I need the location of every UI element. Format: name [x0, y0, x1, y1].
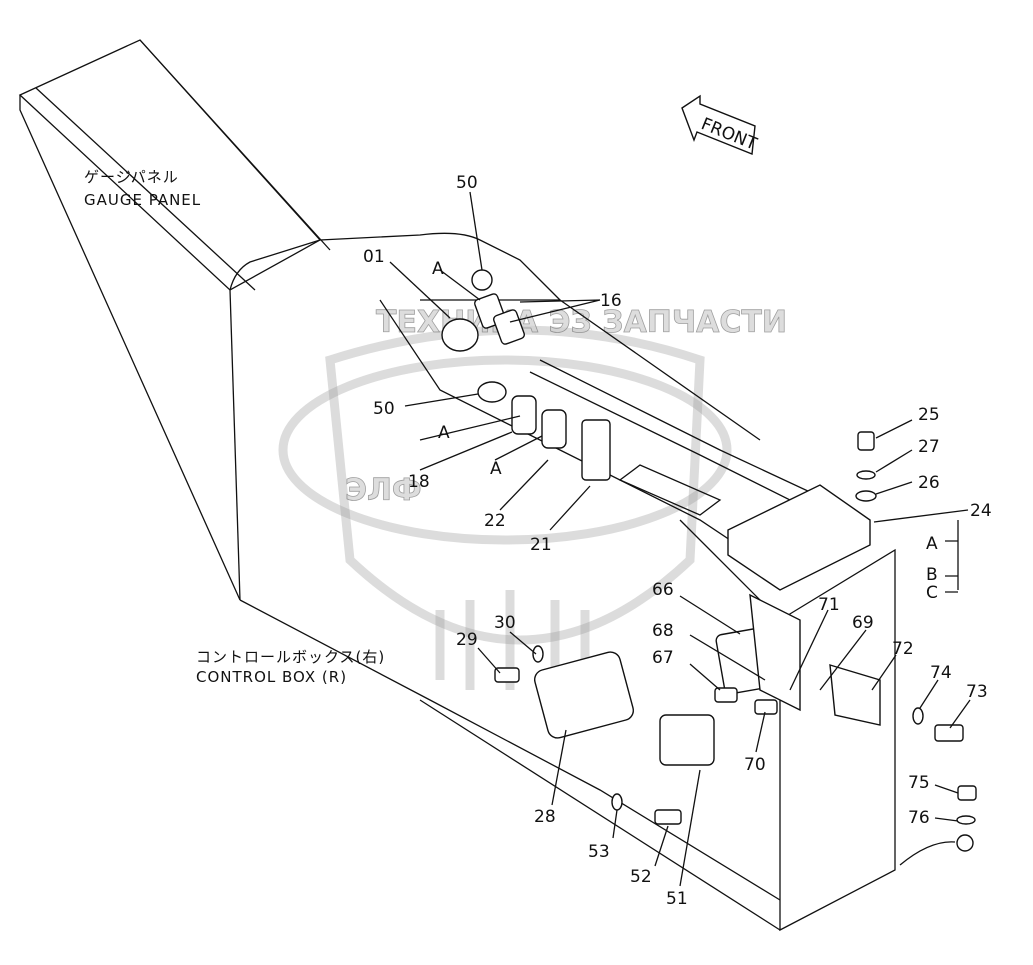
callout-76: 76: [908, 808, 930, 828]
callout-30: 30: [494, 613, 516, 633]
callout-a-1: A: [432, 259, 444, 279]
callout-74: 74: [930, 663, 952, 683]
callout-sub-c: C: [926, 583, 938, 603]
callout-26: 26: [918, 473, 940, 493]
callout-29: 29: [456, 630, 478, 650]
part-18: [511, 395, 537, 435]
part-50-top: [471, 269, 493, 291]
watermark-logo-text: ЭЛФ: [345, 473, 422, 508]
callouts: 50 01 A 16 50 A 18 A 22 21 25 27 26 24 A…: [363, 173, 992, 909]
screw-52: [654, 809, 682, 825]
callout-75: 75: [908, 773, 930, 793]
watermark-text: ТЕХНИКА ЭЗ ЗАПЧАСТИ: [376, 305, 787, 340]
gauge-panel-label-jp: ゲージパネル: [84, 168, 179, 186]
callout-51: 51: [666, 889, 688, 909]
callout-52: 52: [630, 867, 652, 887]
terminal-76: [956, 834, 974, 852]
callout-70: 70: [744, 755, 766, 775]
callout-18: 18: [408, 472, 430, 492]
callout-67: 67: [652, 648, 674, 668]
relay-28: [533, 651, 635, 739]
key-switch: [441, 318, 479, 352]
callout-73: 73: [966, 682, 988, 702]
watermark-logo: ЭЛФ ТЕХНИКА ЭЗ ЗАПЧАСТИ: [278, 305, 787, 690]
part-21: [581, 419, 611, 481]
relay-51: [659, 714, 715, 766]
callout-01: 01: [363, 247, 385, 267]
washer-30: [532, 645, 544, 663]
parts: [441, 269, 977, 866]
callout-a-3: A: [490, 459, 502, 479]
control-box-label-jp: コントロールボックス(右): [196, 648, 385, 666]
callout-24: 24: [970, 501, 992, 521]
key-16b: [493, 309, 525, 345]
callout-22: 22: [484, 511, 506, 531]
part-24-box: [727, 484, 871, 591]
control-box-label-en: CONTROL BOX (R): [196, 668, 347, 686]
washer-26: [855, 490, 877, 502]
callout-53: 53: [588, 842, 610, 862]
part-50-lower: [477, 381, 507, 403]
washer-74: [912, 707, 924, 725]
callout-sub-a: A: [926, 534, 938, 554]
callout-72: 72: [892, 639, 914, 659]
gauge-panel-label-en: GAUGE PANEL: [84, 191, 201, 209]
screw-73: [934, 724, 964, 742]
callout-21: 21: [530, 535, 552, 555]
screw-67: [714, 687, 738, 703]
washer-27: [856, 470, 876, 480]
part-22: [541, 409, 567, 449]
bracket-72: [829, 664, 881, 726]
callout-50-top: 50: [456, 173, 478, 193]
washer-76: [956, 815, 976, 825]
leader-lines: [389, 191, 971, 887]
screw-25: [857, 431, 875, 451]
screw-29: [494, 667, 520, 683]
callout-27: 27: [918, 437, 940, 457]
screw-70: [754, 699, 778, 715]
callout-71: 71: [818, 595, 840, 615]
washer-53: [611, 793, 623, 811]
callout-66: 66: [652, 580, 674, 600]
callout-25: 25: [918, 405, 940, 425]
ground-wire: [899, 841, 956, 866]
callout-50-lower: 50: [373, 399, 395, 419]
callout-a-2: A: [438, 423, 450, 443]
front-arrow-icon: FRONT: [681, 94, 760, 155]
callout-sub-b: B: [926, 565, 938, 585]
callout-28: 28: [534, 807, 556, 827]
callout-69: 69: [852, 613, 874, 633]
bracket-69: [749, 593, 801, 712]
callout-68: 68: [652, 621, 674, 641]
callout-16: 16: [600, 291, 622, 311]
nut-75: [957, 785, 977, 801]
